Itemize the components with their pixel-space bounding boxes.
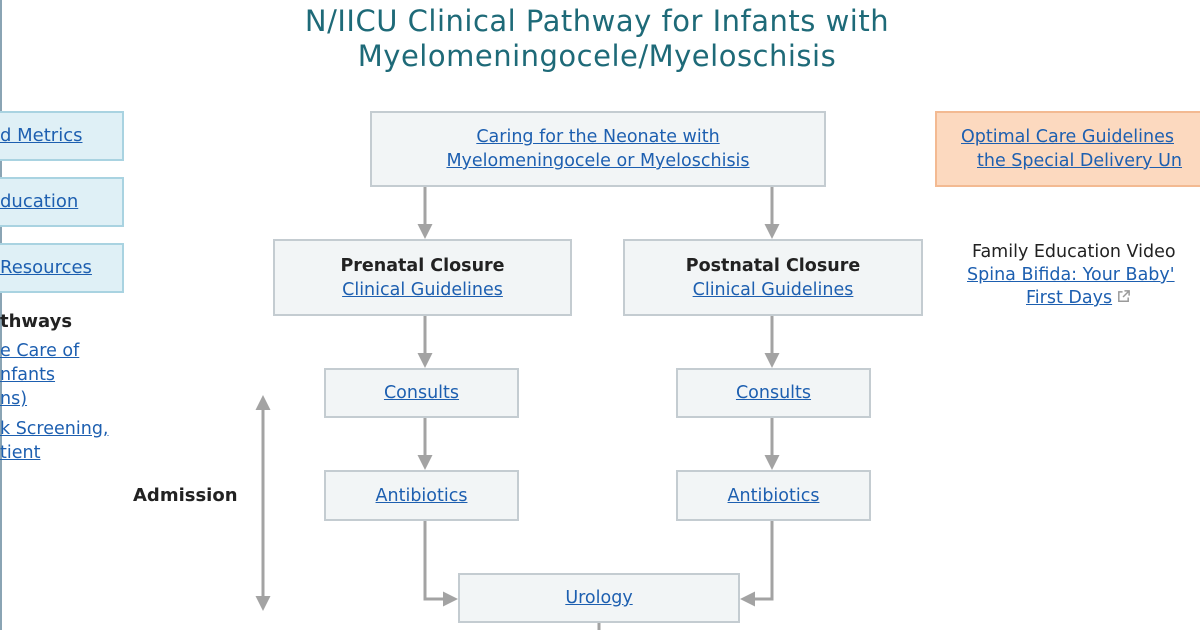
postnatal-consults-box[interactable]: Consults — [676, 368, 871, 418]
page-title-line-2: Myelomeningocele/Myeloschisis — [357, 39, 837, 73]
postnatal-antibiotics-link[interactable]: Antibiotics — [727, 485, 820, 506]
urology-link[interactable]: Urology — [565, 588, 633, 608]
optimal-care-link-line-1[interactable]: Optimal Care Guidelines — [961, 127, 1174, 147]
left-tab-resources[interactable]: Resources — [0, 243, 124, 293]
prenatal-consults-link[interactable]: Consults — [383, 383, 460, 403]
external-link-icon — [1118, 290, 1130, 302]
admission-label: Admission — [133, 485, 238, 506]
prenatal-consults-box[interactable]: Consults — [324, 368, 519, 418]
arrow-prenatal-antibiotics-to-urology — [423, 521, 458, 607]
prenatal-antibiotics-box[interactable]: Antibiotics — [324, 470, 519, 521]
caring-for-neonate-link-line-2[interactable]: Myelomeningocele or Myeloschisis — [446, 151, 750, 171]
pathway-link-1-line-2[interactable]: nfants — [0, 365, 56, 385]
family-video-link-line-1-wrap[interactable]: Spina Bifida: Your Baby' — [967, 263, 1175, 287]
postnatal-antibiotics-box[interactable]: Antibiotics — [676, 470, 871, 521]
family-video-link-line-1[interactable]: Spina Bifida: Your Baby' — [967, 265, 1175, 285]
optimal-care-guidelines-box[interactable]: Optimal Care Guidelines the Special Deli… — [935, 111, 1200, 187]
urology-box[interactable]: Urology — [458, 573, 740, 623]
pathway-link-screening[interactable]: k Screening, tient — [0, 417, 109, 465]
postnatal-closure-box: Postnatal Closure Clinical Guidelines — [623, 239, 923, 316]
page-left-border — [0, 0, 2, 630]
prenatal-closure-heading: Prenatal Closure — [340, 255, 505, 276]
optimal-care-link-line-2[interactable]: the Special Delivery Un — [977, 151, 1183, 171]
pathway-link-1-line-3[interactable]: ns) — [0, 389, 28, 409]
page-title: N/IICU Clinical Pathway for Infants with… — [0, 4, 1194, 74]
left-tab-education-link[interactable]: ducation — [0, 191, 79, 212]
postnatal-closure-heading: Postnatal Closure — [685, 255, 861, 276]
postnatal-consults-link[interactable]: Consults — [735, 383, 812, 403]
pathways-heading: thways — [0, 311, 73, 332]
pathway-link-2-line-2[interactable]: tient — [0, 443, 41, 463]
caring-for-neonate-box[interactable]: Caring for the Neonate with Myelomeningo… — [370, 111, 826, 187]
postnatal-guidelines-link[interactable]: Clinical Guidelines — [692, 279, 854, 300]
left-tab-resources-link[interactable]: Resources — [0, 257, 92, 278]
left-tab-metrics[interactable]: d Metrics — [0, 111, 124, 161]
family-video-link-line-2-wrap[interactable]: First Days — [1026, 286, 1131, 310]
arrow-postnatal-antibiotics-to-urology — [740, 521, 774, 607]
left-tab-education[interactable]: ducation — [0, 177, 124, 227]
page-title-line-1: N/IICU Clinical Pathway for Infants with — [304, 4, 890, 38]
pathway-link-care-of-infants[interactable]: e Care of nfants ns) — [0, 339, 79, 411]
family-education-video-label: Family Education Video — [972, 242, 1176, 262]
left-tab-metrics-link[interactable]: d Metrics — [0, 125, 83, 146]
caring-for-neonate-link-line-1[interactable]: Caring for the Neonate with — [476, 127, 720, 147]
family-video-link-line-2[interactable]: First Days — [1026, 288, 1113, 308]
prenatal-antibiotics-link[interactable]: Antibiotics — [375, 485, 468, 506]
prenatal-closure-box: Prenatal Closure Clinical Guidelines — [273, 239, 572, 316]
prenatal-guidelines-link[interactable]: Clinical Guidelines — [342, 279, 503, 300]
pathway-link-2-line-1[interactable]: k Screening, — [0, 419, 109, 439]
pathway-link-1-line-1[interactable]: e Care of — [0, 341, 80, 361]
